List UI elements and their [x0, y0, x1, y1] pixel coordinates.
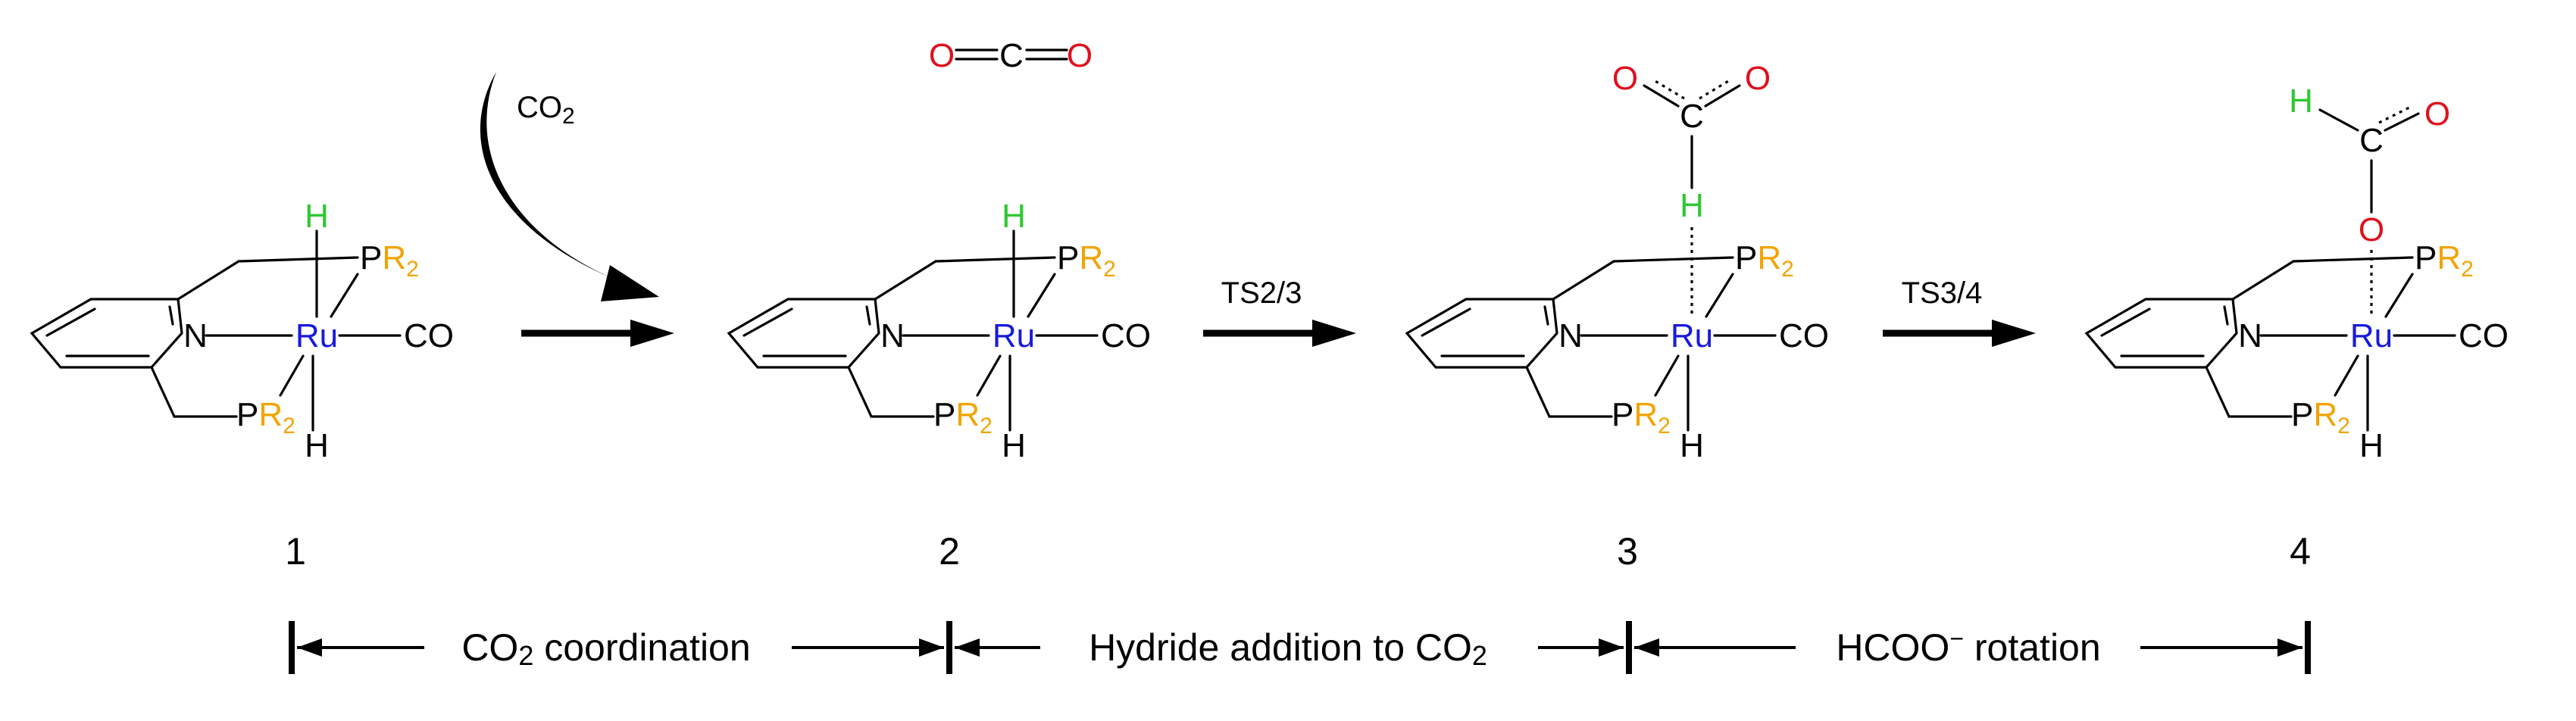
arrow-1-to-2: [521, 320, 674, 347]
arrow-3-to-4: TS3/4: [1883, 276, 2036, 347]
compound-3-structure: H C O O: [1405, 60, 1830, 466]
carbon-atom: C: [1680, 98, 1704, 135]
compound-number-4: 4: [2290, 530, 2311, 573]
co2-label: CO2: [517, 91, 575, 129]
ts34-label: TS3/4: [1902, 276, 1983, 310]
compound-4-structure: O C H O: [2085, 83, 2510, 466]
co2-addition-arrow: CO2: [480, 72, 659, 301]
oxygen-atom: O: [1067, 37, 1093, 74]
oxygen-atom: O: [1612, 60, 1638, 97]
oxygen-atom: O: [2424, 95, 2450, 133]
hydride-atom: H: [1680, 187, 1704, 224]
hydride-atom: H: [1002, 198, 1026, 235]
ts23-label: TS2/3: [1221, 276, 1302, 310]
compound-number-2: 2: [939, 530, 960, 573]
carbon-atom: C: [2359, 122, 2384, 159]
oxygen-atom: O: [2359, 211, 2384, 248]
hydride-atom: H: [305, 198, 329, 235]
free-co2-molecule: O C O: [929, 37, 1093, 74]
oxygen-atom: O: [929, 37, 955, 74]
oxygen-atom: O: [1745, 60, 1771, 97]
stage-2-label: Hydride addition to CO2: [1089, 626, 1487, 671]
stage-1-label: CO2 coordination: [461, 626, 750, 671]
arrow-2-to-3: TS2/3: [1203, 276, 1356, 347]
stage-bar: CO2 coordination Hydride addition to CO2…: [289, 621, 2311, 674]
carbon-atom: C: [999, 37, 1024, 74]
compound-1-structure: H: [30, 198, 455, 466]
compound-number-1: 1: [285, 530, 306, 573]
stage-3-label: HCOO− rotation: [1836, 625, 2100, 669]
compound-2-structure: H: [727, 198, 1152, 466]
formate-hydrogen: H: [2289, 83, 2313, 120]
compound-number-3: 3: [1617, 530, 1638, 573]
